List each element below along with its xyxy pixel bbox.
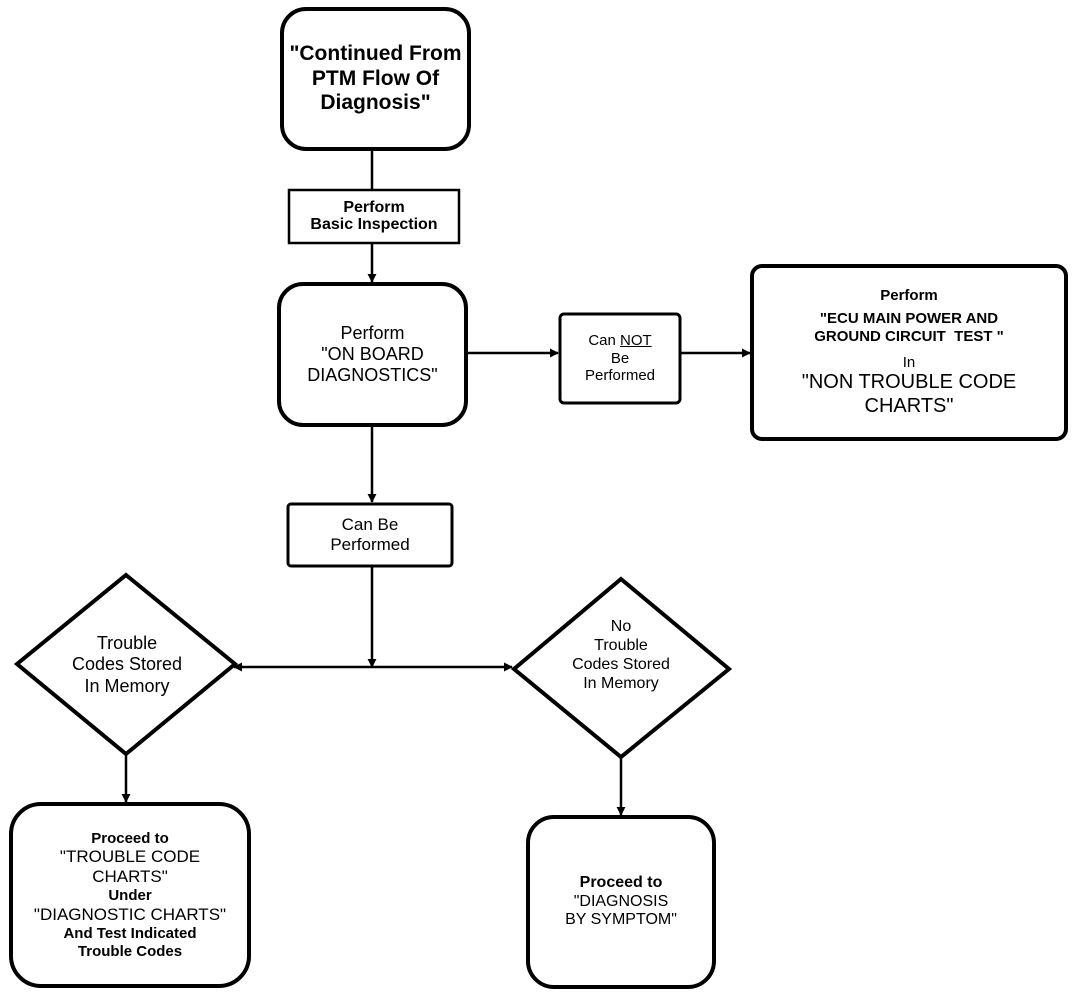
trouble-charts-line-3: CHARTS" xyxy=(92,867,168,887)
start-label: "Continued From PTM Flow Of Diagnosis" xyxy=(284,11,467,147)
cannot-line-3: Performed xyxy=(584,367,656,385)
codes-stored-diamond xyxy=(13,572,239,757)
obd-box xyxy=(277,282,468,427)
cannot-prefix: Can xyxy=(588,331,620,349)
cannot-line-2: Be xyxy=(610,349,630,367)
cannot-underlined-word: NOT xyxy=(620,331,652,349)
ecu-line-4: In xyxy=(902,353,916,371)
cannot-line-1: Can NOT xyxy=(588,332,651,350)
can-be-line-1: Can Be xyxy=(341,514,399,534)
can-be-label: Can Be Performed xyxy=(289,505,451,565)
ecu-line-3: GROUND CIRCUIT TEST " xyxy=(814,327,1004,345)
ecu-line-1: Perform xyxy=(880,286,938,304)
start-line-1: "Continued From xyxy=(289,41,462,65)
no-codes-line-2: Trouble xyxy=(594,637,648,655)
cannot-label: Can NOT Be Performed xyxy=(561,315,679,402)
start-line-3: Diagnosis" xyxy=(320,91,431,115)
can-be-box xyxy=(286,502,454,568)
trouble-charts-line-2: "TROUBLE CODE xyxy=(59,847,201,867)
trouble-charts-line-6: And Test Indicated xyxy=(63,925,197,943)
basic-inspection-label: Perform Basic Inspection xyxy=(290,191,458,242)
trouble-charts-line-7: Trouble Codes xyxy=(77,942,183,960)
basic-inspection-line-1: Perform xyxy=(343,198,405,216)
shapes xyxy=(9,7,1068,989)
trouble-charts-line-1: Proceed to xyxy=(91,829,169,847)
by-symptom-line-2: "DIAGNOSIS xyxy=(573,892,669,910)
codes-stored-line-1: Trouble xyxy=(96,633,158,654)
basic-inspection-box xyxy=(287,188,461,245)
ecu-line-6: CHARTS" xyxy=(864,394,954,417)
cannot-box xyxy=(558,312,682,405)
ecu-line-2: "ECU MAIN POWER AND xyxy=(819,310,999,328)
trouble-charts-label: Proceed to "TROUBLE CODE CHARTS" Under "… xyxy=(14,808,246,982)
codes-stored-label: Trouble Codes Stored In Memory xyxy=(56,625,198,705)
ecu-line-5: "NON TROUBLE CODE xyxy=(801,371,1017,394)
trouble-charts-line-4: Under xyxy=(108,887,152,905)
no-codes-line-1: No xyxy=(610,618,632,636)
by-symptom-box xyxy=(526,815,716,989)
no-codes-line-3: Codes Stored xyxy=(572,656,670,673)
by-symptom-line-1: Proceed to xyxy=(579,873,663,891)
ecu-test-label: Perform "ECU MAIN POWER AND GROUND CIRCU… xyxy=(754,268,1064,437)
codes-stored-line-2: Codes Stored xyxy=(71,654,183,675)
no-codes-line-4: In Memory xyxy=(583,674,659,692)
no-codes-diamond xyxy=(510,576,733,760)
connectors xyxy=(121,149,751,816)
start-line-2: PTM Flow Of xyxy=(311,66,440,90)
codes-stored-line-3: In Memory xyxy=(84,675,170,696)
basic-inspection-line-2: Basic Inspection xyxy=(310,215,438,233)
obd-line-3: DIAGNOSTICS" xyxy=(307,365,438,386)
obd-line-2: "ON BOARD xyxy=(321,343,424,364)
by-symptom-label: Proceed to "DIAGNOSIS BY SYMPTOM" xyxy=(530,819,712,985)
obd-line-1: Perform xyxy=(340,322,405,343)
obd-label: Perform "ON BOARD DIAGNOSTICS" xyxy=(281,286,464,423)
ecu-test-box xyxy=(750,264,1068,441)
by-symptom-line-3: BY SYMPTOM" xyxy=(565,911,677,929)
no-codes-label: No Trouble Codes Stored In Memory xyxy=(551,608,691,704)
trouble-charts-line-5: "DIAGNOSTIC CHARTS" xyxy=(33,905,227,925)
trouble-charts-box xyxy=(9,802,251,988)
can-be-line-2: Performed xyxy=(330,535,410,554)
start-box xyxy=(280,7,471,151)
